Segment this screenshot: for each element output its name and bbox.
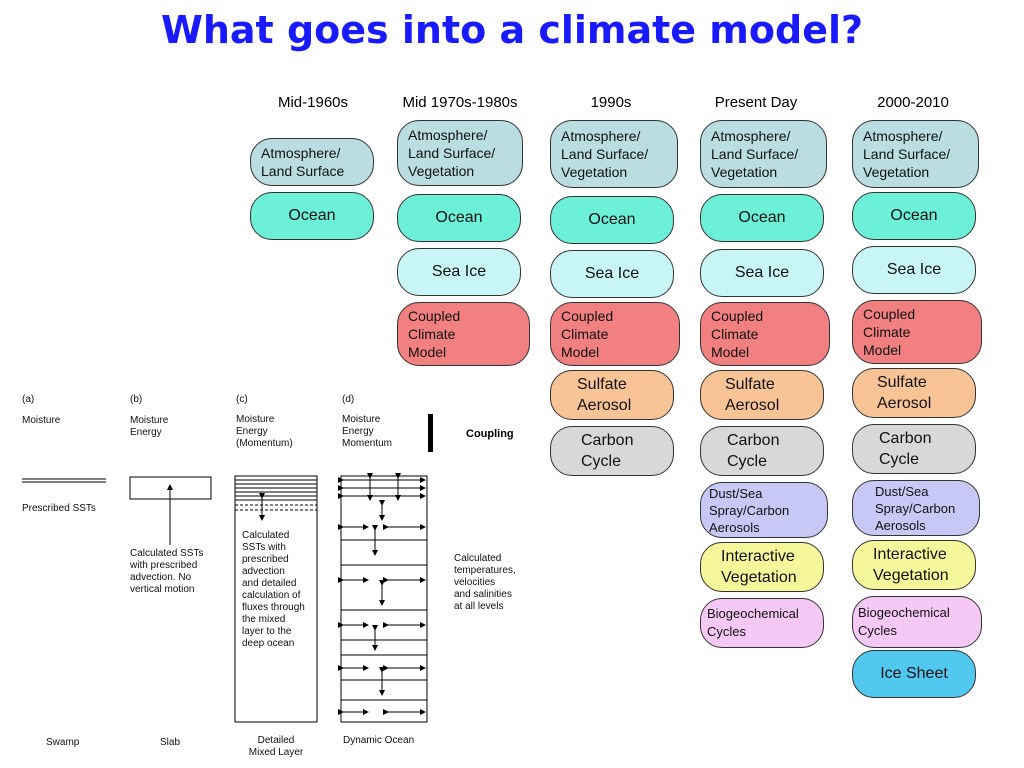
component-atmosphere: Atmosphere/ Land Surface/ Vegetation	[700, 120, 827, 188]
dynamic-ocean-column	[338, 473, 428, 723]
component-ocean: Ocean	[852, 192, 976, 240]
component-atmosphere: Atmosphere/ Land Surface/ Vegetation	[550, 120, 678, 188]
era-heading: Mid 1970s-1980s	[402, 94, 518, 111]
panel-label: (c)	[236, 394, 248, 405]
panel-label: (b)	[130, 394, 143, 405]
component-coupled-model: Coupled Climate Model	[397, 302, 530, 366]
component-carbon-cycle: Carbon Cycle	[550, 426, 674, 476]
component-interactive-vegetation: Interactive Vegetation	[700, 542, 824, 592]
component-sea-ice: Sea Ice	[397, 248, 521, 296]
component-coupled-model: Coupled Climate Model	[550, 302, 680, 366]
component-dust-aerosols: Dust/Sea Spray/Carbon Aerosols	[700, 482, 828, 538]
component-ocean: Ocean	[250, 192, 374, 240]
component-sea-ice: Sea Ice	[550, 250, 674, 298]
component-sulfate-aerosol: Sulfate Aerosol	[852, 368, 976, 418]
component-biogeochemical-cycles: Biogeochemical Cycles	[852, 596, 982, 648]
slab-box	[129, 476, 212, 545]
model-description: Calculated SSTs with prescribed advectio…	[242, 530, 305, 649]
era-heading: Present Day	[714, 94, 798, 111]
component-dust-aerosols: Dust/Sea Spray/Carbon Aerosols	[852, 480, 980, 536]
model-name: Dynamic Ocean	[343, 735, 415, 746]
era-heading: 2000-2010	[877, 94, 949, 111]
component-sulfate-aerosol: Sulfate Aerosol	[550, 370, 674, 420]
component-atmosphere: Atmosphere/ Land Surface/ Vegetation	[852, 120, 979, 188]
component-atmosphere: Atmosphere/ Land Surface/ Vegetation	[397, 120, 523, 186]
component-coupled-model: Coupled Climate Model	[700, 302, 830, 366]
panel-label: (d)	[342, 394, 355, 405]
component-carbon-cycle: Carbon Cycle	[852, 424, 976, 474]
component-ice-sheet: Ice Sheet	[852, 650, 976, 698]
era-heading: 1990s	[590, 94, 632, 111]
model-name: Slab	[160, 737, 181, 748]
component-biogeochemical-cycles: Biogeochemical Cycles	[700, 598, 824, 648]
component-atmosphere: Atmosphere/ Land Surface	[250, 138, 374, 186]
coupling-vars: Moisture	[22, 415, 61, 426]
component-ocean: Ocean	[550, 196, 674, 244]
component-carbon-cycle: Carbon Cycle	[700, 426, 824, 476]
era-heading: Mid-1960s	[277, 94, 349, 111]
component-sea-ice: Sea Ice	[700, 249, 824, 297]
coupling-vars: Moisture Energy (Momentum)	[236, 414, 293, 449]
component-interactive-vegetation: Interactive Vegetation	[852, 540, 976, 590]
coupling-bar	[428, 414, 433, 452]
swamp-surface	[22, 478, 106, 483]
coupling-vars: Moisture Energy	[130, 415, 169, 438]
coupling-label: Coupling	[466, 428, 514, 440]
component-sea-ice: Sea Ice	[852, 246, 976, 294]
model-description: Calculated temperatures, velocities and …	[454, 553, 516, 612]
component-coupled-model: Coupled Climate Model	[852, 300, 982, 364]
panel-label: (a)	[22, 394, 35, 405]
model-name: Detailed Mixed Layer	[248, 735, 304, 758]
model-description: Prescribed SSTs	[22, 503, 96, 514]
component-sulfate-aerosol: Sulfate Aerosol	[700, 370, 824, 420]
coupling-vars: Moisture Energy Momentum	[342, 414, 393, 449]
model-description: Calculated SSTs with prescribed advectio…	[130, 548, 204, 595]
model-name: Swamp	[46, 737, 80, 748]
page-title: What goes into a climate model?	[160, 8, 864, 52]
component-ocean: Ocean	[700, 194, 824, 242]
component-ocean: Ocean	[397, 194, 521, 242]
